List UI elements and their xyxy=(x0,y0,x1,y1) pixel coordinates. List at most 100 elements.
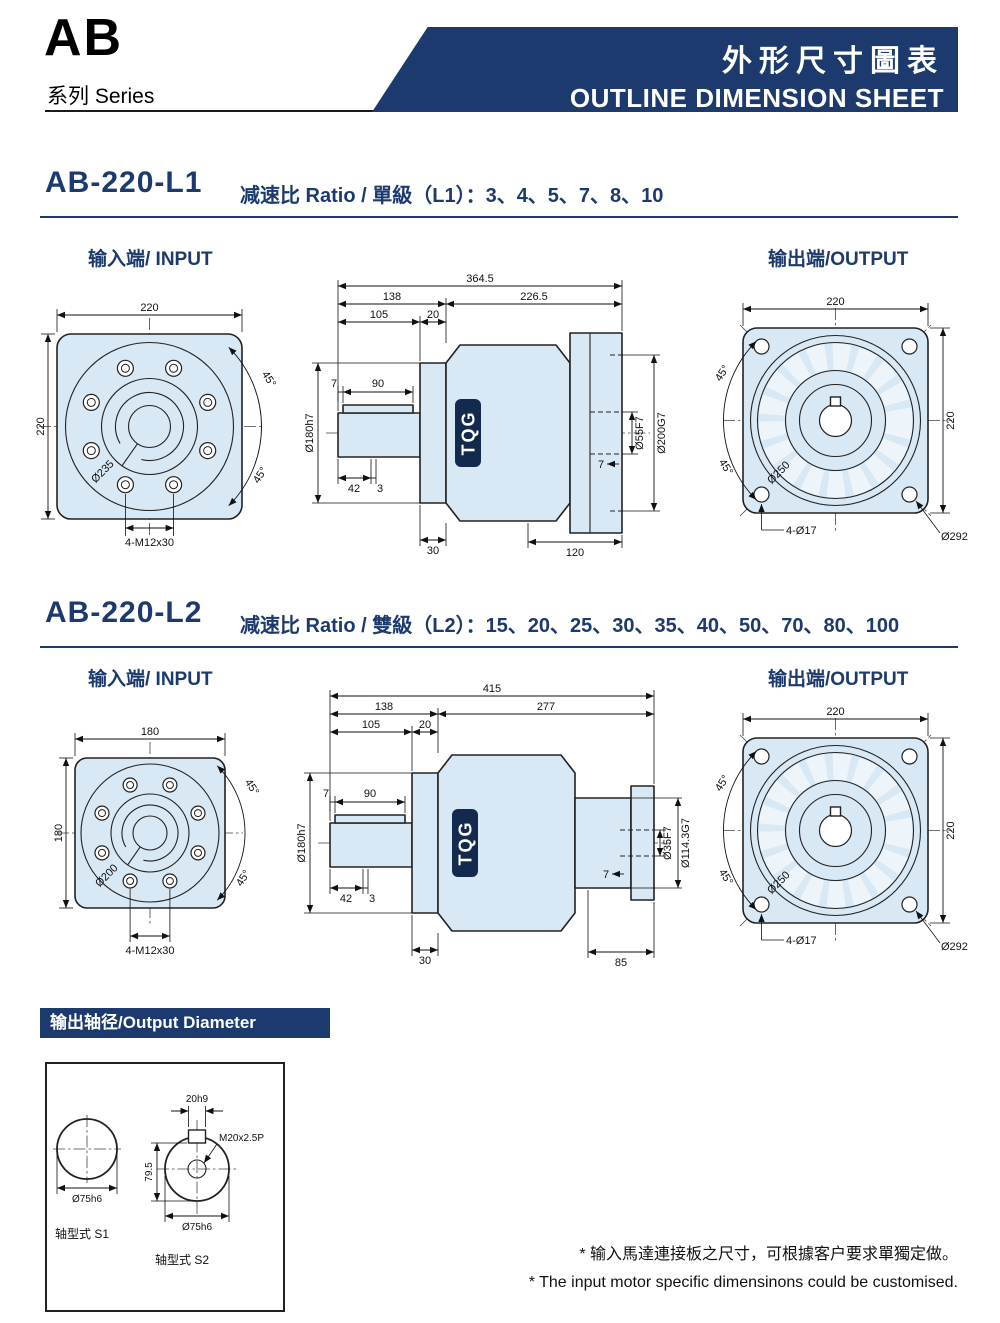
output-diameter-title: 输出轴径/Output Diameter xyxy=(40,1008,330,1038)
section-l2-title: AB-220-L2 xyxy=(45,596,203,629)
l1-input-drawing: 220 220 4-M12x30 45° 45° Ø235 xyxy=(35,302,278,549)
l2-output-label: 输出端/OUTPUT xyxy=(768,669,909,690)
shaft-s2: 20h9 79.5 M20x2.5P Ø75h6 轴型式 S2 xyxy=(144,1094,264,1267)
output-diameter-drawing: Ø75h6 轴型式 S1 20h9 79.5 M20x2.5P xyxy=(53,1094,264,1267)
dim-label: 138 xyxy=(375,701,393,713)
dim-width: 220 xyxy=(742,706,929,736)
dim-label: 138 xyxy=(383,291,401,303)
section-l2-rule xyxy=(40,646,958,648)
dim-label: 220 xyxy=(140,302,158,314)
dim-pilot-length: 30 xyxy=(419,505,447,557)
dim-height: 180 xyxy=(53,757,73,909)
dim-label: Ø35F7 xyxy=(662,826,674,860)
dim-width: 220 xyxy=(742,296,929,326)
dim-label: Ø200G7 xyxy=(656,412,668,454)
dim-label: 3 xyxy=(369,893,375,905)
dim-label: 220 xyxy=(826,706,844,718)
dim-label: 20h9 xyxy=(186,1094,209,1105)
dim-label: 220 xyxy=(945,411,957,429)
shaft-s1: Ø75h6 轴型式 S1 xyxy=(53,1115,121,1241)
gearbox-outline xyxy=(329,754,655,932)
bolt-note: 4-Ø17 xyxy=(758,504,817,537)
dim-label: 20 xyxy=(427,309,439,321)
dim-key: 7 90 xyxy=(323,788,406,821)
dim-input-bore: Ø55F7 xyxy=(622,411,646,455)
dim-label: 105 xyxy=(362,719,380,731)
bolt-spec-label: 4-M12x30 xyxy=(125,537,174,549)
dim-label: Ø55F7 xyxy=(634,416,646,450)
dim-label: 42 xyxy=(348,483,360,495)
angle-label: 45° xyxy=(713,773,732,793)
angle-label: 45° xyxy=(713,363,732,383)
outer-dia-label: Ø292 xyxy=(941,531,968,543)
dim-label: 105 xyxy=(370,309,388,321)
dim-label: 85 xyxy=(615,957,627,969)
dim-label: Ø180h7 xyxy=(296,823,308,862)
brand-logo: TQG xyxy=(455,399,481,467)
dim-label: 90 xyxy=(364,788,376,800)
flange-outline xyxy=(742,327,929,514)
series-code: AB xyxy=(44,9,124,67)
l2-output-drawing: 220 220 45° 45° Ø250 4-Ø17 Ø292 xyxy=(713,706,968,953)
series-label: 系列 Series xyxy=(47,85,155,108)
dim-label: 180 xyxy=(141,726,159,738)
dim-body-diameter: Ø180h7 xyxy=(296,772,412,914)
header-rule xyxy=(45,110,375,112)
l2-input-label: 输入端/ INPUT xyxy=(88,669,213,690)
bolt-spec-label: 4-Ø17 xyxy=(786,525,817,537)
dim-label: 7 xyxy=(331,378,337,390)
angle-label: 45° xyxy=(716,457,735,477)
dim-label: 364.5 xyxy=(466,273,494,285)
dim-shaft-steps: 42 3 xyxy=(337,459,383,495)
dim-height: 220 xyxy=(35,333,55,520)
dim-label: 7 xyxy=(598,459,604,471)
l2-side-drawing: TQG 415 138 277 105 20 7 90 xyxy=(296,683,692,969)
dim-flange-lip: 7 xyxy=(603,869,624,881)
dim-label: 415 xyxy=(483,683,501,695)
dim-width: 180 xyxy=(74,726,226,756)
dim-input-bore: Ø35F7 xyxy=(654,826,674,860)
dim-shaft-steps: 42 3 xyxy=(329,869,375,905)
section-l2-ratio: 减速比 Ratio / 雙級（L2）：15、20、25、30、35、40、50、… xyxy=(240,615,900,637)
dim-label: 90 xyxy=(372,378,384,390)
dim-width: 220 xyxy=(56,302,243,332)
dim-key: 7 90 xyxy=(331,378,414,411)
title-banner: 外形尺寸圖表 OUTLINE DIMENSION SHEET xyxy=(372,27,958,112)
section-l1-title: AB-220-L1 xyxy=(45,166,203,199)
dim-label: 79.5 xyxy=(144,1162,155,1182)
dim-label: Ø180h7 xyxy=(304,413,316,452)
dim-rear-length: 120 xyxy=(527,523,623,559)
flange-outline xyxy=(74,757,226,909)
l1-input-label: 输入端/ INPUT xyxy=(88,249,213,270)
dim-label: Ø75h6 xyxy=(72,1194,102,1205)
bolt-holes xyxy=(82,359,217,494)
dim-label: Ø114.3G7 xyxy=(680,818,692,868)
gearbox-outline xyxy=(337,332,623,534)
flange-outline xyxy=(56,333,243,520)
dim-label: 42 xyxy=(340,893,352,905)
section-l1-ratio: 减速比 Ratio / 單級（L1）：3、4、5、7、8、10 xyxy=(240,185,664,207)
bolt-note: 4-M12x30 xyxy=(125,494,175,549)
outer-dia-label: Ø292 xyxy=(941,941,968,953)
brand-logo-text: TQG xyxy=(459,411,479,456)
angle-label: 45° xyxy=(716,867,735,887)
dim-label: Ø75h6 xyxy=(182,1222,212,1233)
dim-label: 220 xyxy=(826,296,844,308)
bolt-spec-label: 4-Ø17 xyxy=(786,935,817,947)
dim-label: 30 xyxy=(427,545,439,557)
dim-label: 30 xyxy=(419,955,431,967)
dim-label: 277 xyxy=(537,701,555,713)
l1-output-drawing: 220 220 45° 45° Ø250 4-Ø17 Ø292 xyxy=(713,296,968,543)
bolt-note: 4-Ø17 xyxy=(758,914,817,947)
section-l1-rule xyxy=(40,216,958,218)
footnote-en: * The input motor specific dimensinons c… xyxy=(528,1274,958,1291)
dim-spigot: Ø200G7 xyxy=(622,354,668,512)
dim-label: 226.5 xyxy=(520,291,548,303)
l2-input-drawing: 180 180 4-M12x30 45° 45° Ø200 xyxy=(53,726,261,957)
corner-holes xyxy=(753,338,918,503)
page-title-cn: 外形尺寸圖表 xyxy=(722,45,944,78)
shaft-type-s1-label: 轴型式 S1 xyxy=(55,1226,109,1241)
dim-label: 120 xyxy=(566,547,584,559)
dim-total-length: 364.5 xyxy=(337,273,623,401)
